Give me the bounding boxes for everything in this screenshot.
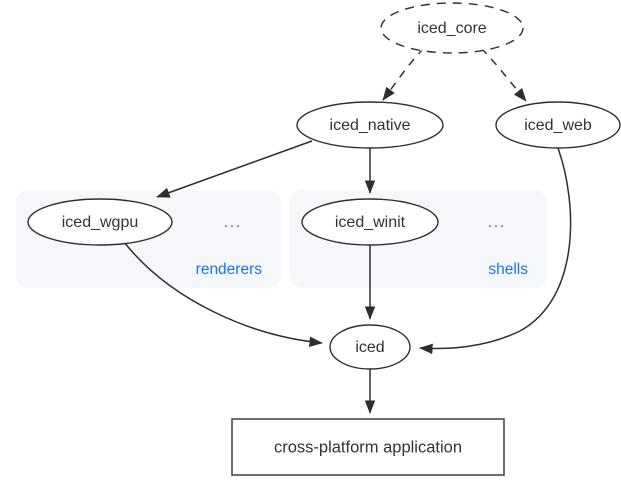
node-iced-winit-label: iced_winit (335, 214, 406, 231)
node-iced-wgpu-shape[interactable] (27, 198, 173, 246)
node-iced-native[interactable]: iced_native (296, 101, 444, 149)
edge-iced-native-to-iced-wgpu (156, 140, 313, 198)
node-application-shape[interactable] (231, 418, 505, 476)
edge-iced-web-to-iced (419, 147, 572, 355)
node-iced-winit[interactable]: iced_winit (301, 198, 439, 246)
node-iced-wgpu[interactable]: iced_wgpu (27, 198, 173, 246)
node-iced-web[interactable]: iced_web (495, 101, 621, 149)
edge-iced-wgpu-to-iced (123, 241, 323, 348)
node-iced[interactable]: iced (329, 324, 411, 370)
node-iced-core-label: iced_core (417, 20, 486, 37)
cluster-shells-label: shells (488, 261, 528, 278)
edge-iced-core-to-iced-web (480, 47, 527, 102)
node-iced-native-shape[interactable] (296, 101, 444, 149)
node-iced-core[interactable]: iced_core (380, 2, 524, 54)
cluster-renderers-label: renderers (196, 261, 263, 278)
node-iced-core-shape[interactable] (380, 2, 524, 54)
node-application-label: cross-platform application (274, 438, 462, 456)
node-iced-wgpu-label: iced_wgpu (62, 214, 139, 231)
node-iced-shape[interactable] (329, 324, 411, 370)
edge-iced-core-to-iced-native (382, 47, 425, 101)
node-iced-winit-shape[interactable] (301, 198, 439, 246)
node-iced-label: iced (355, 339, 384, 356)
cluster-renderers-ellipsis: ... (224, 214, 243, 231)
node-iced-native-label: iced_native (330, 117, 411, 134)
node-application[interactable]: cross-platform application (231, 418, 505, 476)
cluster-shells-ellipsis: ... (488, 214, 507, 231)
node-iced-web-shape[interactable] (495, 101, 621, 149)
node-iced-web-label: iced_web (524, 117, 592, 134)
